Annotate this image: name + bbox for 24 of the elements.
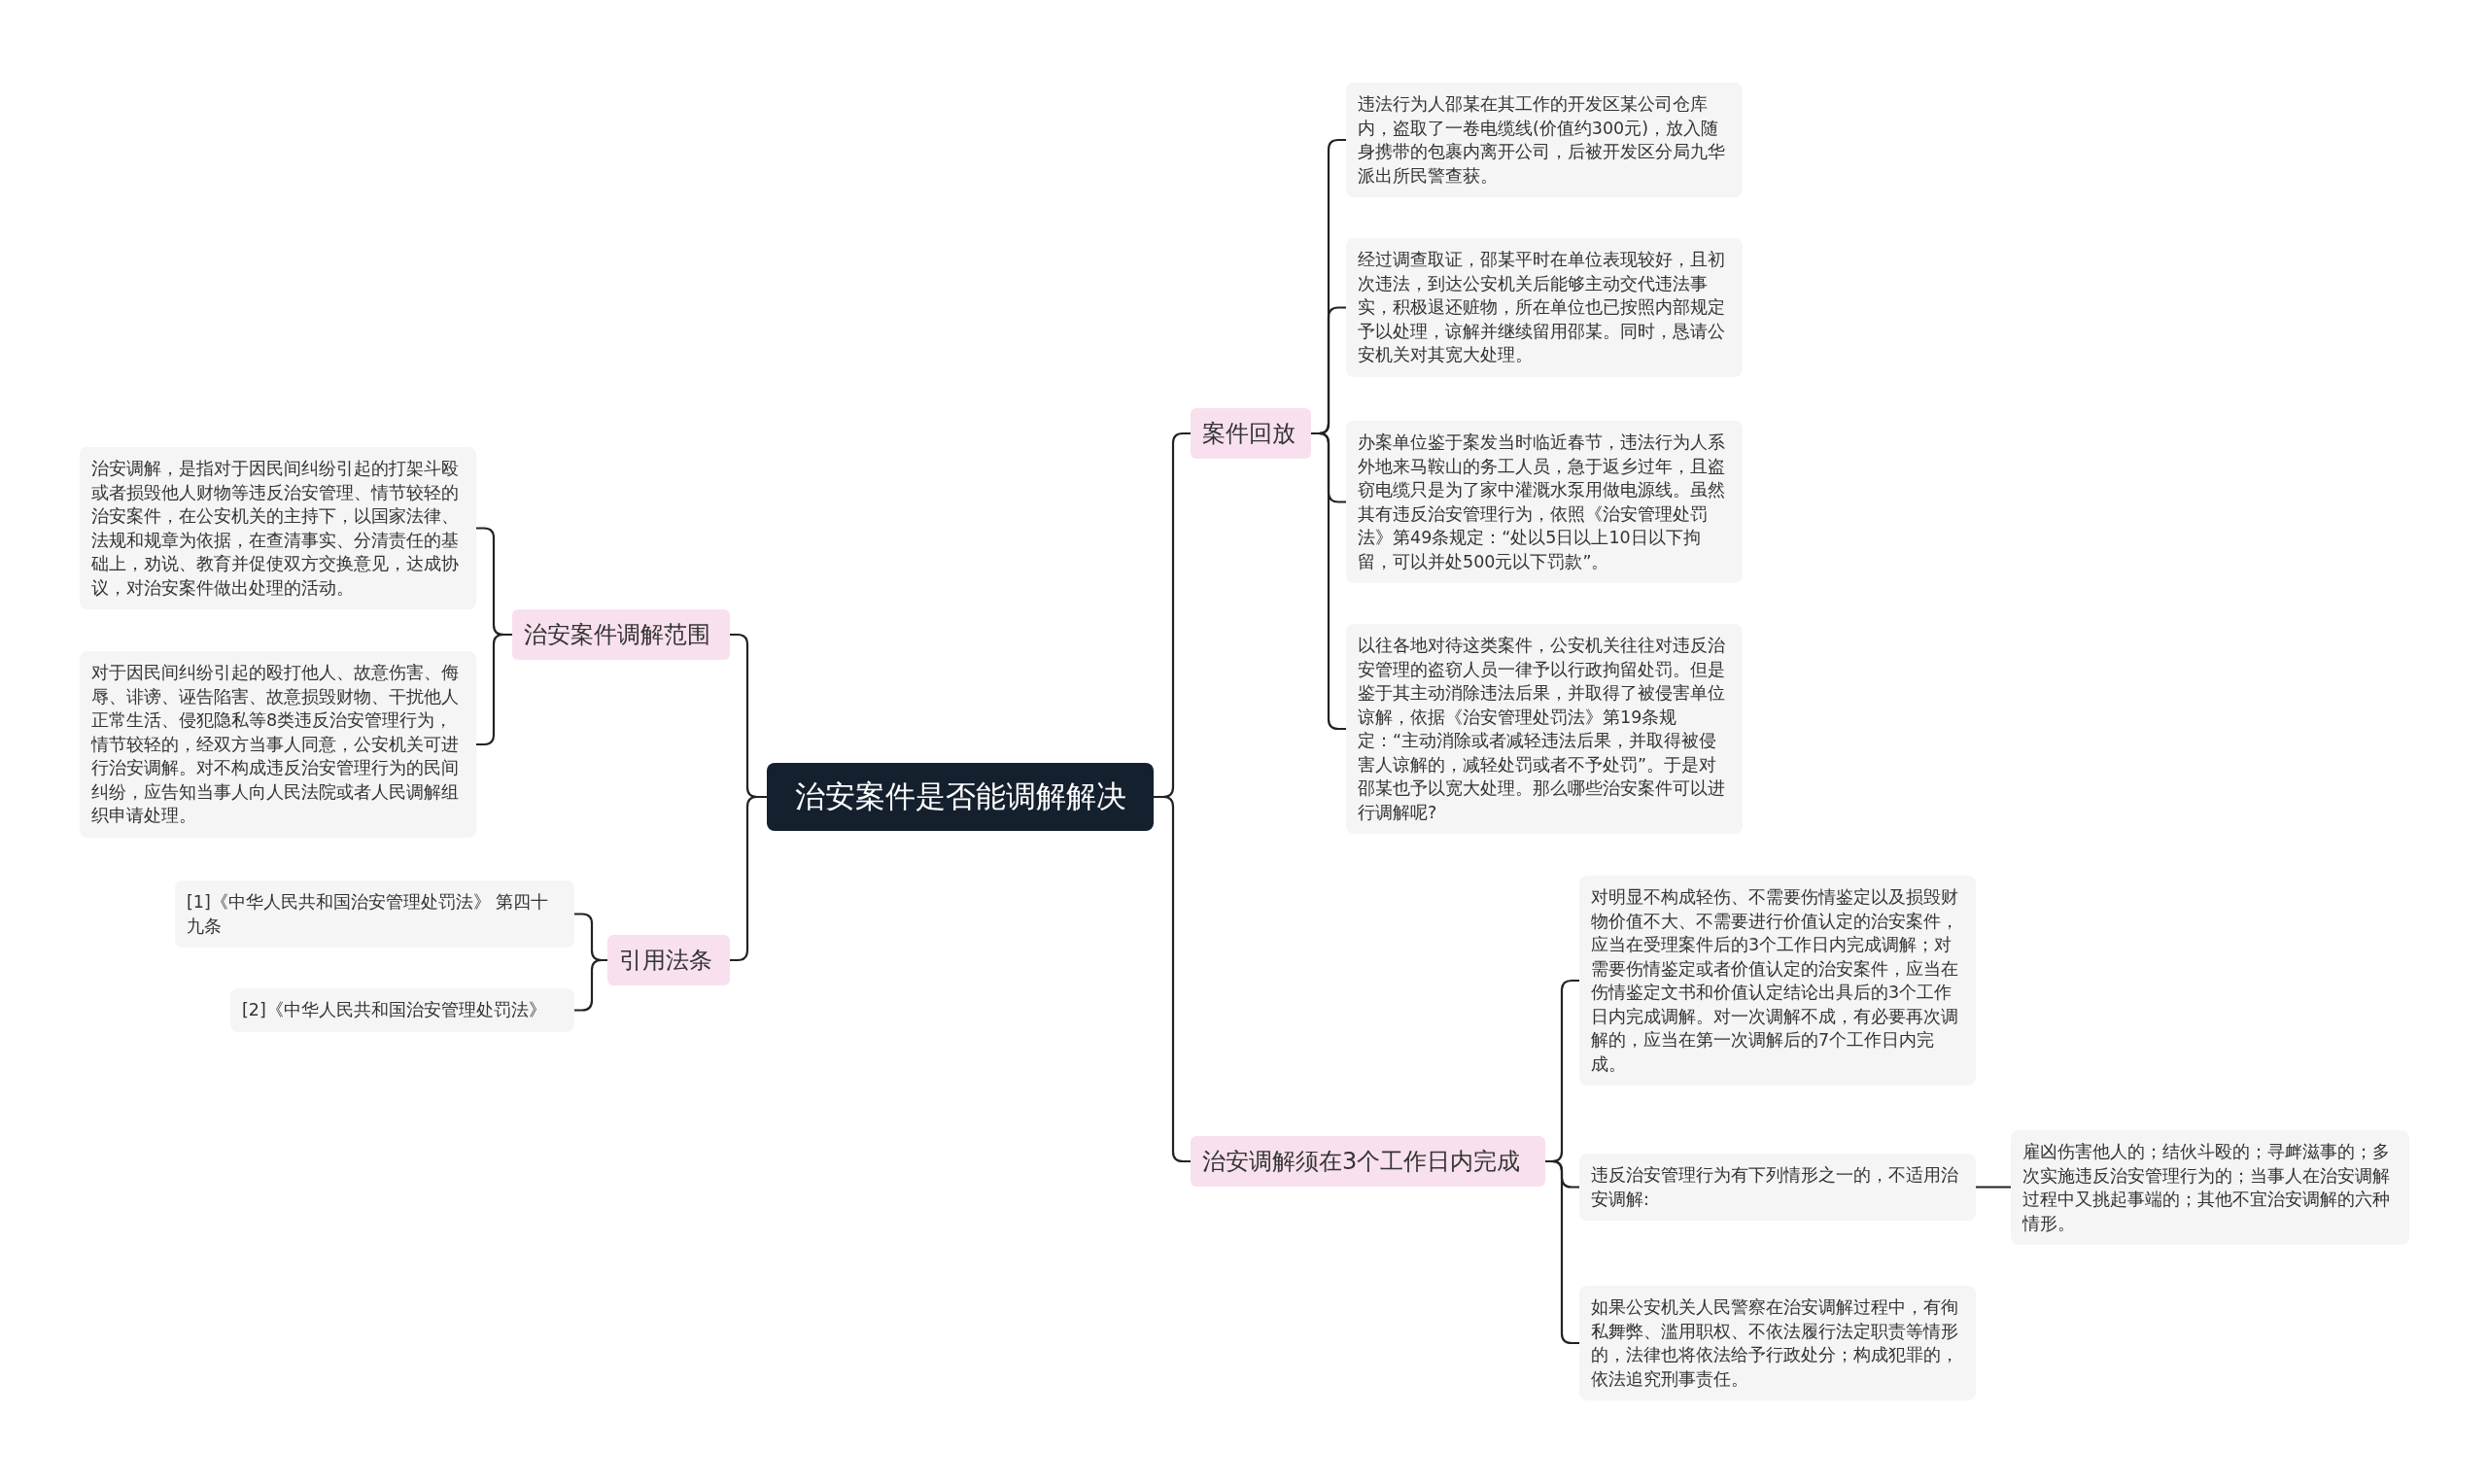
text-box: 治安调解，是指对于因民间纠纷引起的打架斗殴或者损毁他人财物等违反治安管理、情节较轻的治安案件，在公安机关的主持下，以国家法律、法规和规章为依据，在查清事实、分清责任的基础上，劝说、教育并促使双方交换意见，达成协议，对治安案件做出处理的活动。 (80, 447, 476, 609)
topic-box: 治安调解须在3个工作日内完成 (1191, 1136, 1545, 1187)
text-box: 以往各地对待这类案件，公安机关往往对违反治安管理的盗窃人员一律予以行政拘留处罚。但是鉴于其主动消除违法后果，并取得了被侵害单位谅解，依据《治安管理处罚法》第19条规定：“主动消除或者减轻违法后果，并取得被侵害人谅解的，减轻处罚或者不予处罚”。于是对邵某也予以宽大处理。那么哪些治安案件可以进行调解呢? (1346, 624, 1743, 834)
topic-box: 治安案件调解范围 (512, 609, 730, 660)
topic-box: 案件回放 (1191, 408, 1311, 459)
connector-line (574, 958, 607, 1012)
text-box: 办案单位鉴于案发当时临近春节，违法行为人系外地来马鞍山的务工人员，急于返乡过年，且盗窃电缆只是为了家中灌溉水泵用做电源线。虽然其有违反治安管理行为，依照《治安管理处罚法》第49条规定：“处以5日以上10日以下拘留，可以并处500元以下罚款”。 (1346, 421, 1743, 583)
connector-line (1154, 795, 1191, 1163)
text-box: 违法行为人邵某在其工作的开发区某公司仓库内，盗取了一卷电缆线(价值约300元)，放入随身携带的包裹内离开公司，后被开发区分局九华派出所民警查获。 (1346, 83, 1743, 197)
text-box: 对于因民间纠纷引起的殴打他人、故意伤害、侮辱、诽谤、诬告陷害、故意损毁财物、干扰他人正常生活、侵犯隐私等8类违反治安管理行为，情节较轻的，经双方当事人同意，公安机关可进行治安调解。对不构成违反治安管理行为的民间纠纷，应告知当事人向人民法院或者人民调解组织申请处理。 (80, 651, 476, 838)
connector-line (730, 795, 767, 962)
connector-line (1545, 1159, 1579, 1345)
central-topic-box: 治安案件是否能调解解决 (767, 763, 1154, 831)
connector-line (476, 633, 512, 746)
text-box: [2]《中华人民共和国治安管理处罚法》 (230, 988, 574, 1032)
text-box: 经过调查取证，邵某平时在单位表现较好，且初次违法，到达公安机关后能够主动交代违法事实，积极退还赃物，所在单位也已按照内部规定予以处理，谅解并继续留用邵某。同时，恳请公安机关对其宽大处理。 (1346, 238, 1743, 377)
text-box: 如果公安机关人民警察在治安调解过程中，有徇私舞弊、滥用职权、不依法履行法定职责等情形的，法律也将依法给予行政处分；构成犯罪的，依法追究刑事责任。 (1579, 1286, 1976, 1400)
text-box: 违反治安管理行为有下列情形之一的，不适用治安调解: (1579, 1154, 1976, 1221)
text-box: [1]《中华人民共和国治安管理处罚法》 第四十九条 (175, 880, 574, 948)
text-box: 雇凶伤害他人的；结伙斗殴的；寻衅滋事的；多次实施违反治安管理行为的；当事人在治安调解过程中又挑起事端的；其他不宜治安调解的六种情形。 (2011, 1130, 2409, 1245)
text-box: 对明显不构成轻伤、不需要伤情鉴定以及损毁财物价值不大、不需要进行价值认定的治安案件，应当在受理案件后的3个工作日内完成调解；对需要伤情鉴定或者价值认定的治安案件，应当在伤情鉴定文书和价值认定结论出具后的3个工作日内完成调解。对一次调解不成，有必要再次调解的，应当在第一次调解后的7个工作日内完成。 (1579, 876, 1976, 1086)
topic-box: 引用法条 (607, 935, 730, 985)
connector-line (1976, 1186, 2011, 1189)
connector-line (1311, 431, 1346, 731)
